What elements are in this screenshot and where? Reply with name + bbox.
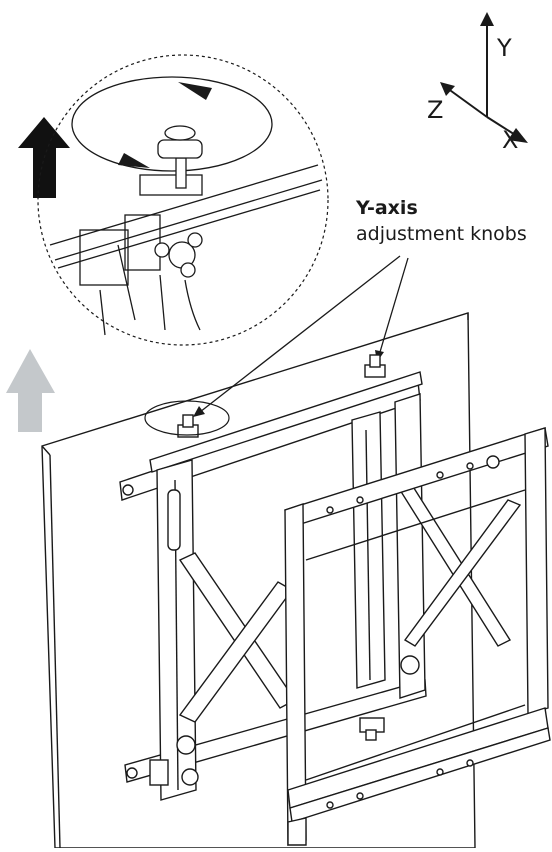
z-axis-label: Z [427, 96, 443, 124]
rotation-path [71, 76, 273, 172]
y-axis-label: Y [496, 34, 512, 62]
callout-title: Y-axis [355, 197, 418, 219]
callout-subtitle: adjustment knobs [356, 223, 527, 245]
x-axis-arrowhead [508, 128, 528, 143]
light-up-arrow [6, 349, 55, 432]
z-axis-arrowhead [440, 82, 455, 96]
magnifier-outline [37, 54, 329, 346]
z-axis-line [446, 87, 488, 118]
front-display-frame [284, 427, 551, 846]
leader-arrowhead-left [193, 406, 205, 417]
detail-knob [139, 125, 203, 278]
axes-indicator [440, 12, 528, 143]
y-axis-arrowhead [480, 12, 494, 26]
detail-magnifier [37, 54, 329, 346]
knob-highlight [144, 400, 230, 436]
rotation-arrowhead-bottom [118, 153, 150, 168]
leader-line-right [379, 257, 409, 353]
rotation-arrowhead-top [178, 82, 212, 100]
x-axis-label: X [502, 126, 518, 154]
rear-mount-frame [119, 354, 522, 801]
detail-rail [49, 164, 323, 336]
